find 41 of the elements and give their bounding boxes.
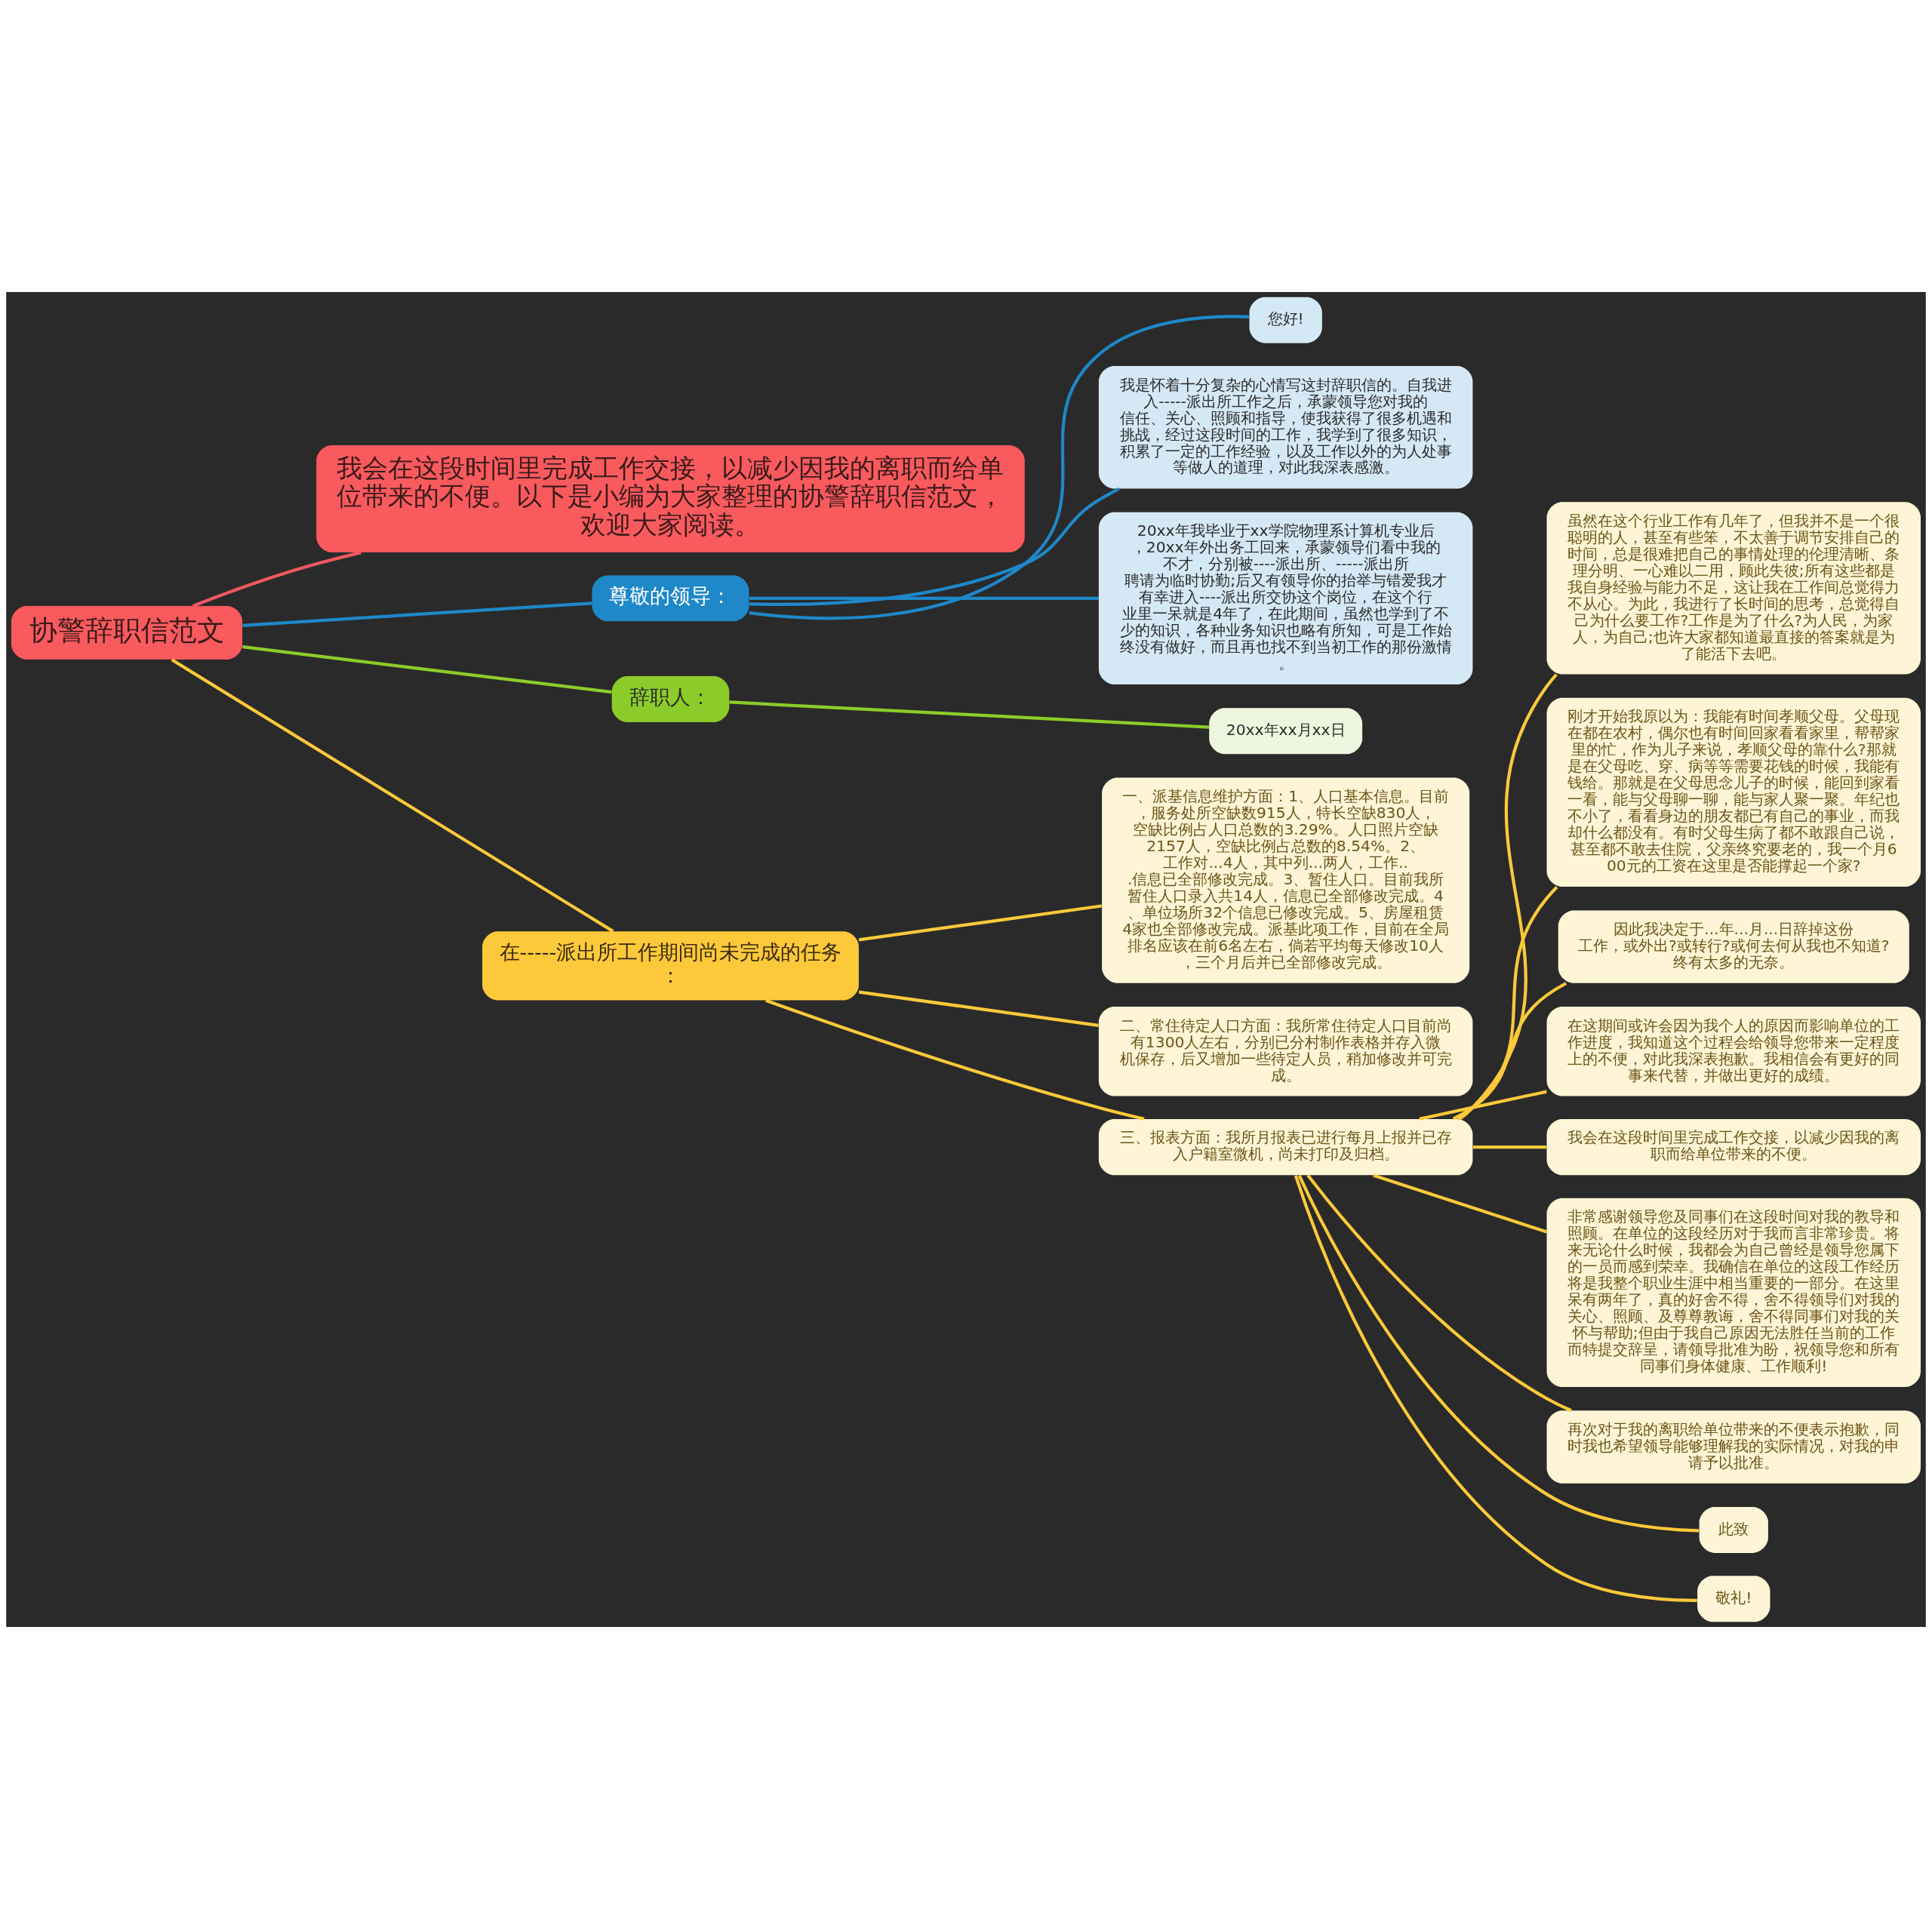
connector: [749, 487, 1120, 607]
connector: [1472, 1146, 1547, 1149]
connector: [1306, 1174, 1572, 1413]
node-box: 因此我决定于...年...月...日辞掉这份工作，或外出?或转行?或何去何从我也不知道?终有太多的无奈。: [1558, 910, 1909, 983]
node-box: 二、常住待定人口方面：我所常住待定人口目前尚有1300人左右，分别已分村制作表格并存入微机保存，后又增加一些待定人员，稍加修改并可完成。: [1098, 1007, 1473, 1096]
connector: [858, 990, 1099, 1027]
node-box: 非常感谢领导您及同事们在这段时间对我的教导和照顾。在单位的这段经历对于我而言非常珍贵。将来无论什么时候，我都会为自己曾经是领导您属下的一员而感到荣幸。我确信在单位的这段工作经历将是我整个职业生涯中相当重要的一部分。在这里呆有两年了，真的好舍不得，舍不得领导们对我的关心、照顾、及尊尊教诲，舍不得同事们对我的关怀与帮助;但由于我自己原因无法胜任当前的工作而特提交辞呈，请领导批准为盼，祝领导您和所有同事们身体健康、工作顺利!: [1546, 1198, 1921, 1388]
node-box: 虽然在这个行业工作有几年了，但我并不是一个很聪明的人，甚至有些笨，不太善于调节安排自己的时间，总是很难把自己的事情处理的伦理清晰、条理分明、一心难以二用，顾此失彼;所有这些都是我自身经验与能力不足，这让我在工作间总觉得力不从心。为此，我进行了长时间的思考，总觉得自己为什么要工作?工作是为了什么?为人民，为家人，为自己;也许大家都知道最直接的答案就是为了能活下去吧。: [1546, 502, 1921, 675]
node-box: 尊敬的领导：: [592, 575, 749, 622]
node-box: 辞职人：: [611, 676, 730, 722]
node-box: 20xx年我毕业于xx学院物理系计算机专业后，20xx年外出务工回来，承蒙领导们看中我的不才，分别被----派出所、-----派出所聘请为临时协勤;后又有领导你的抬举与错爱我才有幸进入----派出所交协这个岗位，在这个行业里一呆就是4年了，在此期间，虽然也学到了不少的知识，各种业务知识也略有所知，可是工作始终没有做好，而且再也找不到当初工作的那份激情。: [1098, 512, 1473, 685]
node-box: 我是怀着十分复杂的心情写这封辞职信的。自我进入-----派出所工作之后，承蒙领导您对我的信任、关心、照顾和指导，使我获得了很多机遇和挑战，经过这段时间的工作，我学到了很多知识，积累了一定的工作经验，以及工作以外的为人处事等做人的道理，对此我深表感激。: [1098, 366, 1473, 489]
connector: [1457, 886, 1558, 1121]
connector: [242, 645, 612, 694]
node-box: 再次对于我的离职给单位带来的不便表示抱歉，同时我也希望领导能够理解我的实际情况，对我的申请予以批准。: [1546, 1410, 1921, 1484]
connector: [1452, 982, 1567, 1121]
connector: [1294, 1175, 1697, 1603]
connector: [765, 998, 1145, 1121]
connector: [729, 700, 1210, 729]
node-box: 我会在这段时间里完成工作交接，以减少因我的离职而给单位带来的不便。: [1546, 1118, 1921, 1176]
node-box: 刚才开始我原以为：我能有时间孝顺父母。父母现在都在农村，偶尔也有时间回家看看家里，帮帮家里的忙，作为儿子来说，孝顺父母的靠什么?那就是在父母吃、穿、病等等需要花钱的时候，我能有钱给。那就是在父母思念儿子的时候，能回到家看一看，能与父母聊一聊，能与家人聚一聚。年纪也不小了，看看身边的朋友都已有自己的事业，而我却什么都没有。有时父母生病了都不敢跟自己说，甚至都不敢去住院，父亲终究要老的，我一个月600元的工资在这里是否能撑起一个家?: [1546, 697, 1921, 887]
connector: [1459, 673, 1558, 1121]
node-box: 我会在这段时间里完成工作交接，以减少因我的离职而给单位带来的不便。以下是小编为大家整理的协警辞职信范文，欢迎大家阅读。: [316, 444, 1025, 552]
connector: [749, 596, 1099, 600]
node-box: 您好!: [1249, 297, 1322, 343]
connector: [749, 315, 1250, 620]
node-box: 在这期间或许会因为我个人的原因而影响单位的工作进度，我知道这个过程会给领导您带来一定程度上的不便，对此我深表抱歉。我相信会有更好的同事来代替，并做出更好的成绩。: [1546, 1007, 1921, 1096]
connector: [1297, 1175, 1700, 1533]
connector: [1373, 1173, 1548, 1234]
connector: [1419, 1090, 1547, 1121]
node-box: 20xx年xx月xx日: [1209, 708, 1363, 755]
node-box: 三、报表方面：我所月报表已进行每月上报并已存入户籍室微机，尚未打印及归档。: [1098, 1118, 1473, 1176]
node-box: 敬礼!: [1697, 1576, 1770, 1622]
node-box: 此致: [1699, 1507, 1768, 1553]
node-box: 协警辞职信范文: [11, 606, 243, 660]
connector: [242, 601, 592, 627]
node-box: 在-----派出所工作期间尚未完成的任务：: [482, 931, 859, 1001]
connector: [192, 551, 361, 607]
connector: [171, 658, 614, 933]
node-box: 一、派基信息维护方面：1、人口基本信息。目前，服务处所空缺数915人，特长空缺830人，空缺比例占人口总数的3.29%。人口照片空缺2157人，空缺比例占总数的8.54%。2、工作对...4人，其中列...两人，工作...信息已全部修改完成。3、暂住人口。目前我所暂住人口录入共14人，信息已全部修改完成。4、单位场所32个信息已修改完成。5、房屋租赁4家也全部修改完成。派基此项工作，目前在全局排名应该在前6名左右，倘若平均每天修改10人，三个月后并已全部修改完成。: [1102, 777, 1470, 983]
connector: [858, 904, 1102, 942]
